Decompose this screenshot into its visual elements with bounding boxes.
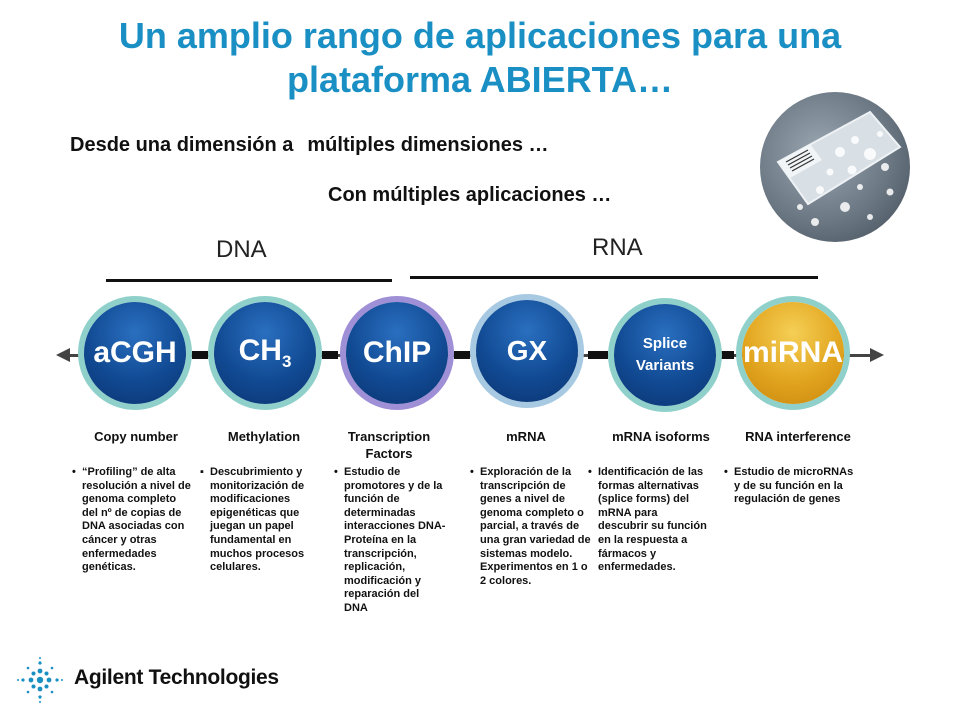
rna-bracket-line (410, 276, 818, 279)
axis-dash (454, 351, 470, 359)
circle-mirna: miRNA (742, 302, 844, 404)
description-mrna: •Exploración de la transcripción de gene… (470, 466, 591, 587)
arrow-right-icon (870, 348, 884, 362)
circle-chip: ChIP (346, 302, 448, 404)
dna-bracket-line (106, 279, 392, 282)
circle-label: GX (506, 335, 548, 366)
category-methylation: Methylation (227, 429, 301, 444)
axis-dash (192, 351, 208, 359)
category-transcription-factors: Transcription Factors (347, 429, 431, 461)
subtitle-part-b: múltiples dimensiones … (307, 134, 549, 156)
circle-label: CH3 (238, 334, 292, 371)
category-mrna: mRNA (506, 429, 546, 444)
subtitle-dimensions: Desde una dimensión a múltiples dimension… (70, 134, 549, 157)
description-copy-number: •“Profiling” de alta resolución a nivel … (72, 466, 191, 574)
brand-name: Agilent Technologies (74, 666, 279, 689)
group-label-dna: DNA (216, 236, 267, 263)
axis-dash (322, 351, 338, 359)
circle-ch3: CH3 (214, 302, 316, 404)
category-mrna-isoforms: mRNA isoforms (612, 429, 710, 444)
description-transcription-factors: •Estudio de promotores y de la función d… (334, 466, 446, 614)
agilent-spark-icon (17, 657, 63, 703)
microarray-slide-photo (760, 92, 910, 242)
circle-label: aCGH (93, 336, 177, 369)
circle-gx: GX (476, 300, 578, 402)
microarray-slide-icon (776, 110, 902, 226)
description-mrna-isoforms: •Identificación de las formas alternativ… (588, 466, 707, 574)
slide-title: Un amplio rango de aplicaciones para una… (118, 15, 842, 100)
arrow-left-icon (56, 348, 70, 362)
axis-dash (588, 351, 608, 359)
category-copy-number: Copy number (94, 429, 178, 444)
subtitle-applications: Con múltiples aplicaciones … (328, 184, 612, 206)
circle-acgh: aCGH (84, 302, 186, 404)
axis-dash (720, 351, 734, 359)
group-label-rna: RNA (592, 234, 643, 261)
subtitle-part-a: Desde una dimensión a (70, 134, 294, 156)
description-methylation: ▪Descubrimiento y monitorización de modi… (200, 466, 305, 574)
timeline-axis (70, 354, 870, 357)
description-rna-interference: •Estudio de microRNAs y de su función en… (724, 466, 854, 506)
category-rna-interference: RNA interference (745, 429, 851, 444)
circle-label: miRNA (742, 336, 843, 369)
circle-label: ChIP (362, 336, 432, 369)
